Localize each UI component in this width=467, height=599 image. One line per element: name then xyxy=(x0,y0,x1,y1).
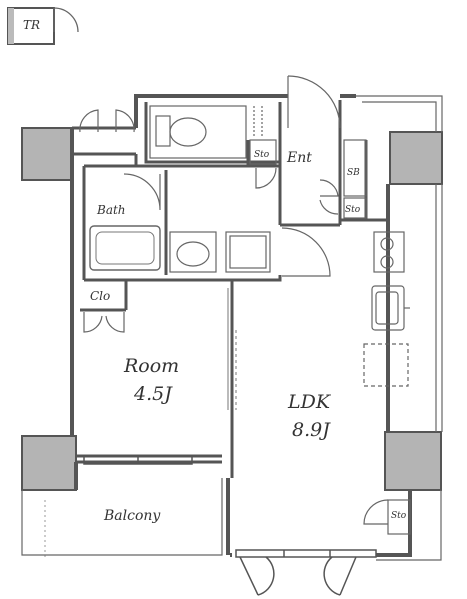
parapet-lines xyxy=(21,95,443,561)
washroom xyxy=(169,227,331,277)
storage-near-toilet: Sto xyxy=(249,139,277,165)
balcony-sliding-window xyxy=(83,455,193,465)
bath-label: Bath xyxy=(96,203,126,217)
corridor-double-door xyxy=(79,109,135,133)
kitchen xyxy=(363,231,410,387)
room-size: 4.5J xyxy=(133,383,173,405)
toilet-room xyxy=(149,105,263,159)
room-ldk-sliding-door xyxy=(227,288,237,410)
room-label: Room xyxy=(123,355,179,377)
closet: Clo xyxy=(83,289,125,333)
sto-label-3: Sto xyxy=(391,511,407,521)
ldk-bottom-windows xyxy=(235,549,377,596)
entrance-area: Ent SB Sto xyxy=(255,139,367,219)
ldk-size: 8.9J xyxy=(292,419,331,441)
bathroom: Bath xyxy=(89,173,161,271)
ent-label: Ent xyxy=(286,150,312,166)
sb-label: SB xyxy=(347,168,360,178)
tr-label: TR xyxy=(23,18,40,32)
ldk-label: LDK xyxy=(287,391,332,413)
storage-ldk: Sto xyxy=(363,499,411,535)
balcony-label: Balcony xyxy=(103,508,161,524)
sto-label-2: Sto xyxy=(345,205,361,215)
entrance-door xyxy=(287,75,341,129)
interior-walls xyxy=(72,100,388,478)
structural-columns xyxy=(21,127,443,491)
trunk-room-marker: TR xyxy=(7,7,79,45)
exterior-walls xyxy=(70,94,412,557)
sto-label-1: Sto xyxy=(254,150,270,160)
clo-label: Clo xyxy=(90,289,110,303)
